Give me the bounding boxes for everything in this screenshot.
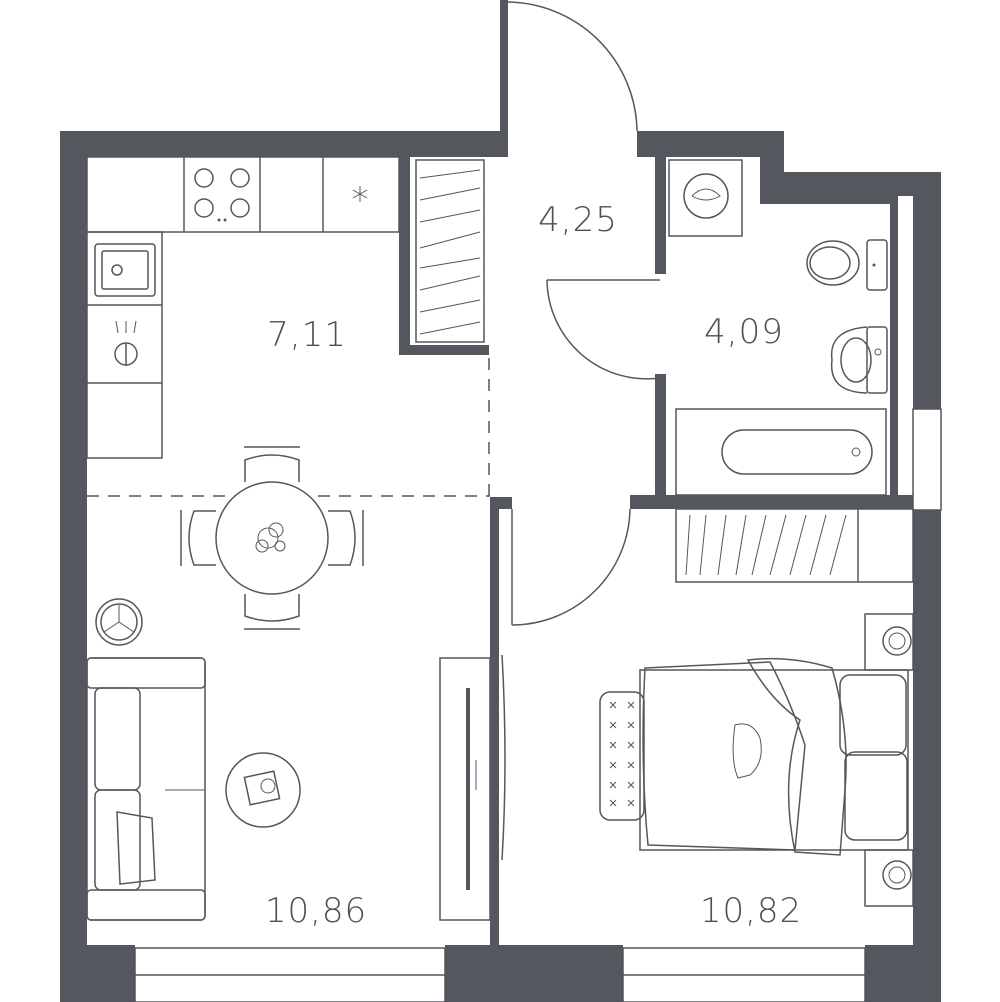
- sink-icon: [94, 243, 156, 297]
- interior-walls: [399, 157, 913, 946]
- bench-pillow: [599, 691, 645, 821]
- bedroom-wardrobe: [675, 508, 914, 583]
- bathtub-icon: [675, 408, 887, 496]
- floor-lamp-icon: [95, 598, 143, 646]
- bathroom-area-label: 4,09: [704, 312, 784, 352]
- faucet-icon: [114, 320, 138, 366]
- kitchen-counter: [86, 156, 400, 459]
- zone-dividers: [87, 358, 490, 497]
- bed: [639, 657, 909, 856]
- living-room-area-label: 10,86: [265, 891, 367, 931]
- bathroom-door[interactable]: [546, 279, 661, 380]
- dining-chairs: [180, 446, 364, 630]
- stove-icon: [194, 168, 250, 222]
- windows: [134, 408, 942, 1002]
- hallway-wardrobe: [415, 159, 485, 343]
- hallway-area-label: 4,25: [538, 200, 618, 240]
- nightstand-top: [864, 613, 914, 671]
- bedroom-area-label: 10,82: [700, 891, 802, 931]
- kitchen-area-label: 7,11: [267, 315, 347, 355]
- fridge-snowflake-icon: [352, 186, 368, 202]
- tv-unit: [439, 657, 491, 921]
- exterior-walls: [60, 131, 941, 1002]
- nightstand-bottom: [864, 849, 914, 907]
- dining-table: [215, 481, 329, 595]
- washing-machine-icon: [668, 159, 743, 237]
- bedroom-mirror: [501, 654, 506, 861]
- entrance-door[interactable]: [500, 0, 638, 157]
- bedroom-door[interactable]: [511, 508, 631, 626]
- coffee-table: [225, 752, 301, 828]
- washbasin-icon: [830, 326, 888, 394]
- toilet-icon: [806, 239, 888, 291]
- sofa: [86, 657, 206, 921]
